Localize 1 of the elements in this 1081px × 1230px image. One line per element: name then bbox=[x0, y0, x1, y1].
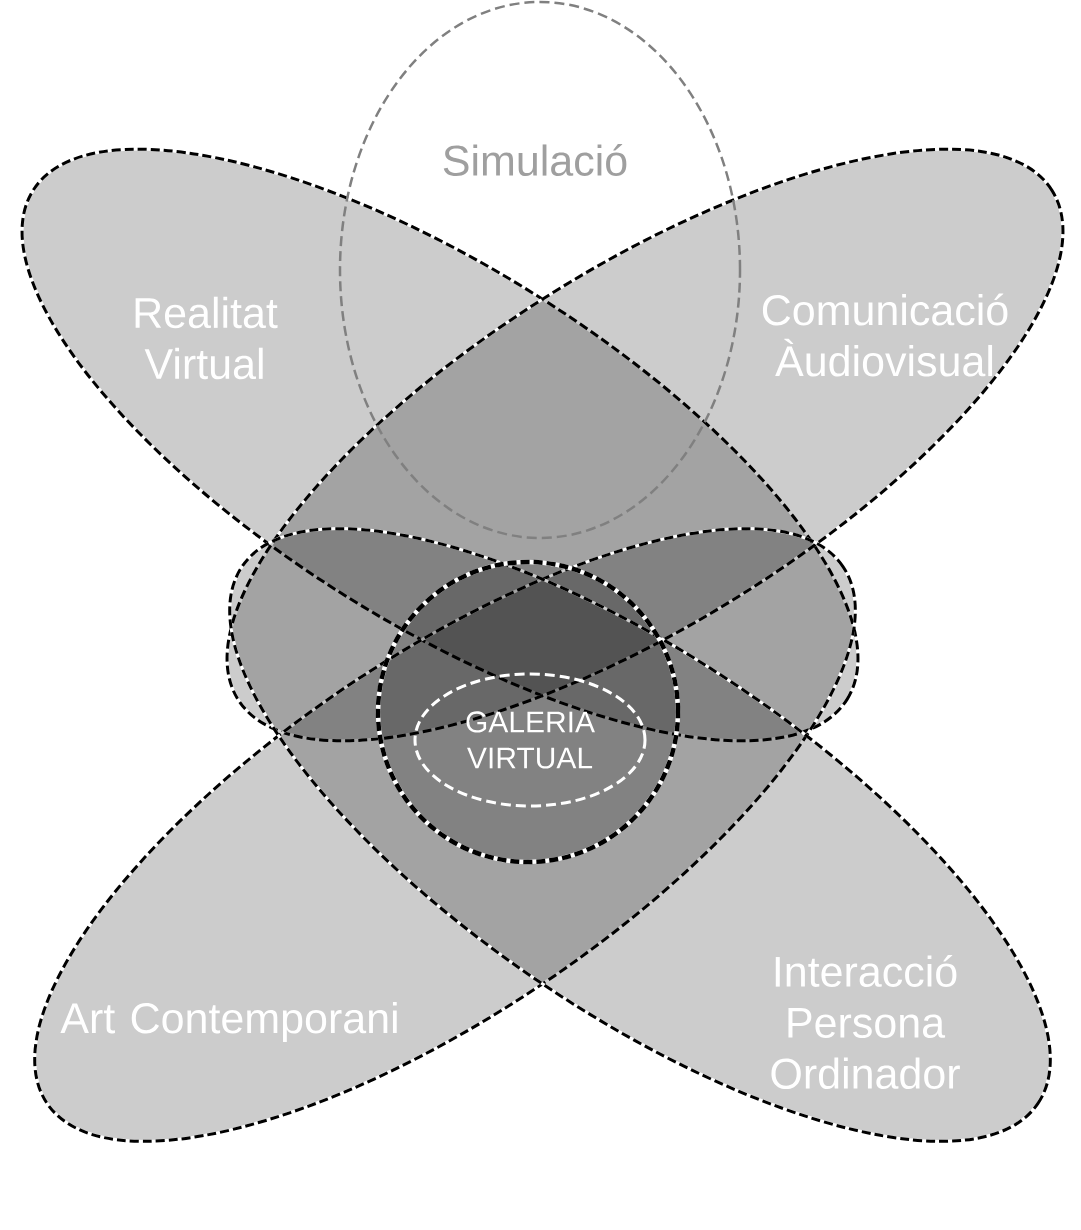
circle bbox=[375, 559, 681, 865]
